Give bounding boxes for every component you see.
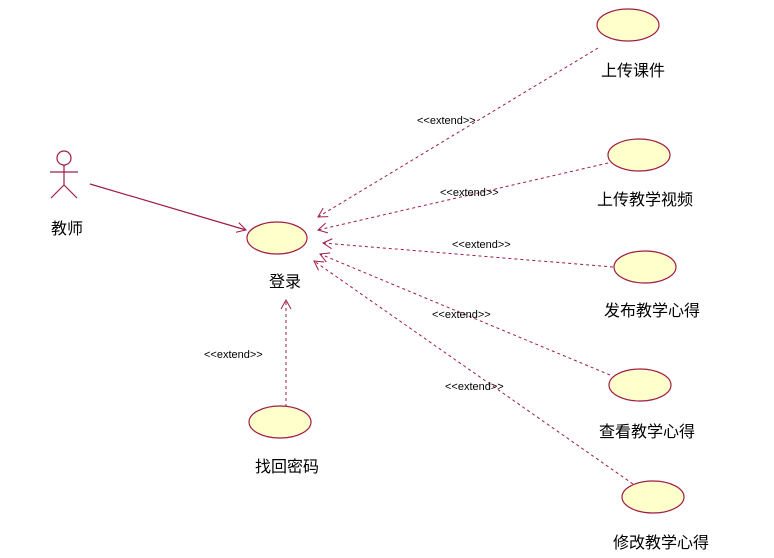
use-case-ellipse [246, 221, 308, 255]
use-case-label: 修改教学心得 [613, 533, 709, 552]
use-case-label: 找回密码 [255, 457, 319, 476]
extend-line-edit-experience [313, 260, 634, 485]
use-case-edit-experience[interactable]: 修改教学心得 [613, 480, 709, 552]
use-case-upload-courseware[interactable]: 上传课件 [596, 8, 665, 80]
use-case-label: 上传课件 [601, 61, 665, 80]
use-case-ellipse [608, 368, 672, 402]
use-case-recover-password[interactable]: 找回密码 [248, 405, 319, 476]
stick-figure-actor-icon [50, 150, 78, 199]
extend-line-publish-experience [321, 238, 614, 268]
use-case-upload-video[interactable]: 上传教学视频 [597, 138, 693, 209]
use-case-ellipse [613, 250, 677, 284]
extend-label: <<extend>> [204, 349, 263, 361]
association-line [89, 183, 247, 233]
extend-line-upload-courseware [317, 47, 599, 218]
extend-label: <<extend>> [432, 309, 491, 321]
extend-label: <<extend>> [417, 115, 476, 127]
use-case-publish-experience[interactable]: 发布教学心得 [604, 250, 700, 320]
actor-label: 教师 [51, 219, 83, 238]
use-case-login[interactable]: 登录 [246, 221, 308, 291]
use-case-label: 登录 [269, 272, 301, 291]
use-case-ellipse [621, 480, 685, 514]
use-case-label: 上传教学视频 [597, 190, 693, 209]
extend-line-view-experience [319, 252, 611, 376]
extend-line-upload-video [316, 162, 609, 234]
use-case-ellipse [596, 8, 660, 42]
extend-label: <<extend>> [445, 381, 504, 393]
extend-label: <<extend>> [452, 239, 511, 251]
use-case-label: 查看教学心得 [599, 422, 695, 441]
use-case-label: 发布教学心得 [604, 301, 700, 320]
use-case-ellipse [607, 138, 671, 172]
use-case-ellipse [248, 405, 312, 439]
extend-label: <<extend>> [440, 187, 499, 199]
use-case-view-experience[interactable]: 查看教学心得 [599, 368, 695, 441]
actor-teacher[interactable]: 教师 [50, 150, 83, 238]
